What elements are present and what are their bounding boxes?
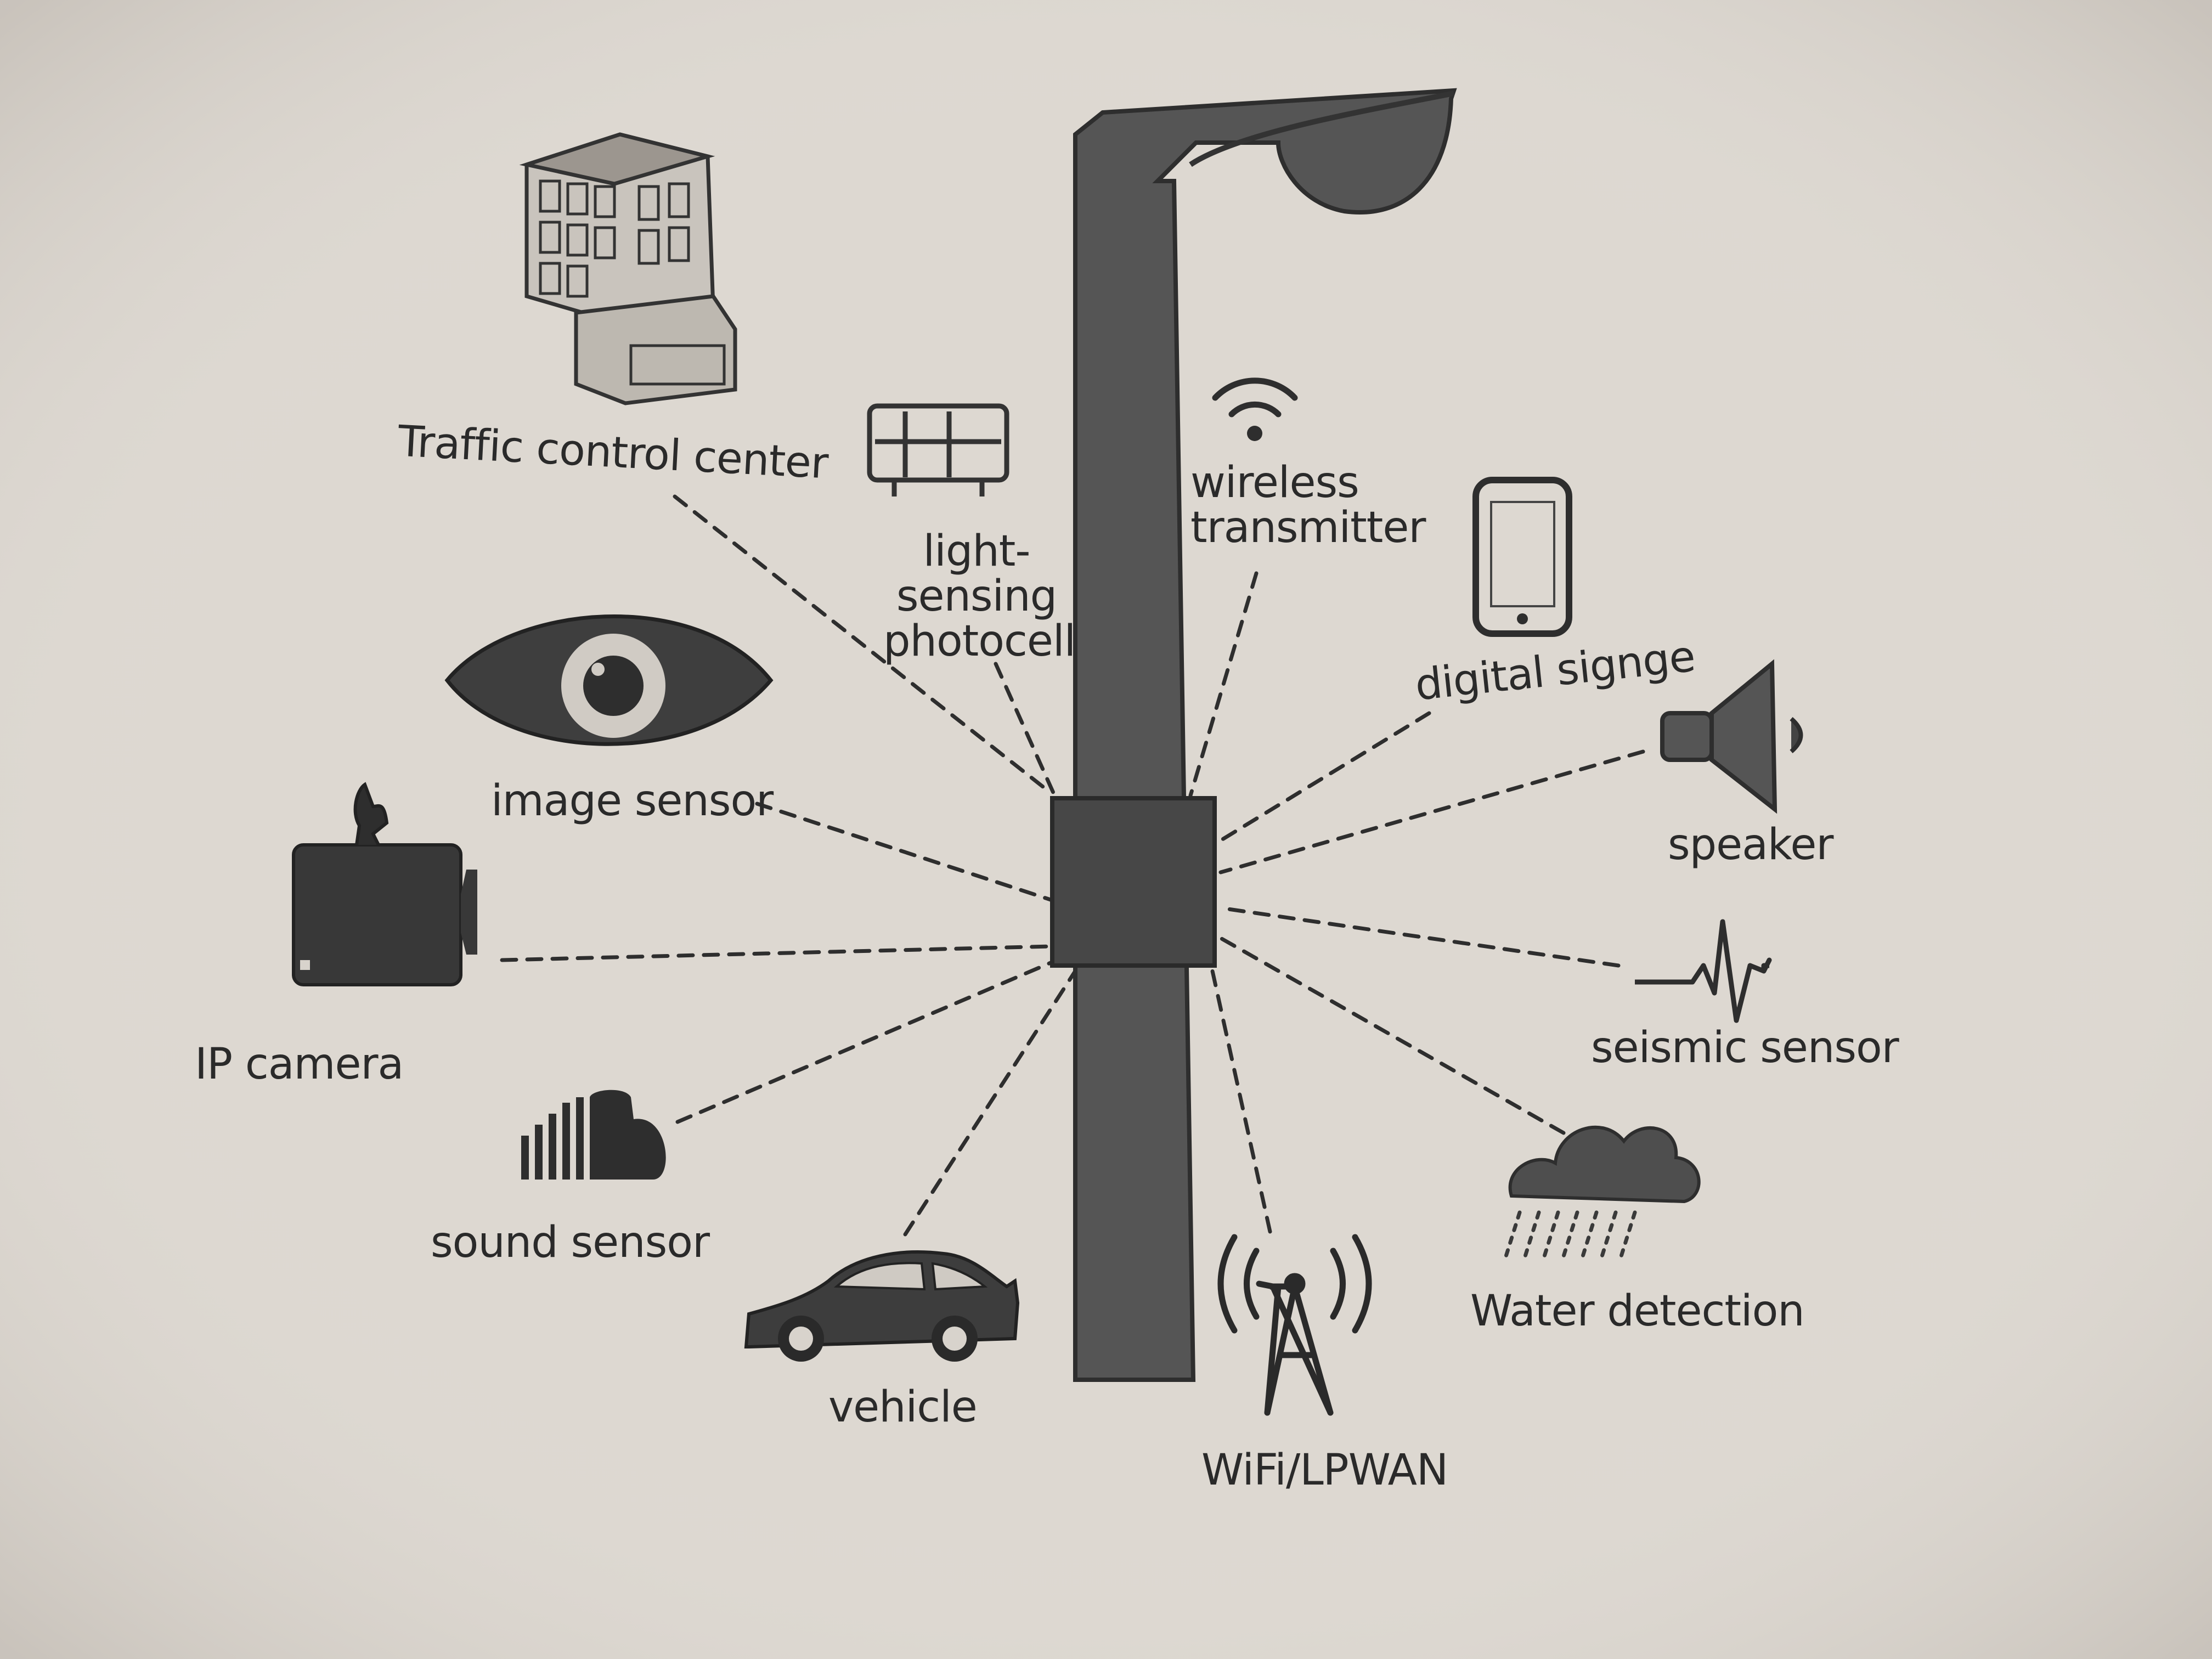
street-light-controller-box <box>1050 796 1217 968</box>
rain-cloud-icon <box>1504 1125 1701 1259</box>
edge-sound-sensor <box>675 961 1053 1124</box>
wifi-signal-icon <box>1212 377 1298 441</box>
node-label-water-detection: Water detection <box>1470 1286 1805 1336</box>
photocell-panel-icon <box>867 403 1009 496</box>
edge-wifi-lpwan <box>1210 969 1272 1234</box>
speaker-icon <box>1660 659 1803 814</box>
seismic-wave-icon <box>1635 919 1772 1023</box>
smartphone-icon <box>1472 477 1572 637</box>
office-building-icon <box>519 132 737 405</box>
edge-light-sensing-photocell <box>994 662 1056 795</box>
edge-digital-signage <box>1216 711 1431 844</box>
node-label-wireless-transmitter: wireless transmitter <box>1190 458 1426 552</box>
edge-ip-camera <box>500 944 1053 962</box>
node-label-wifi-lpwan: WiFi/LPWAN <box>1201 1446 1448 1495</box>
video-camera-icon <box>292 782 477 986</box>
edge-traffic-control-center <box>673 494 1053 795</box>
node-label-image-sensor: image sensor <box>491 776 774 826</box>
sound-bars-icon <box>521 1090 666 1180</box>
node-label-seismic-sensor: seismic sensor <box>1591 1023 1899 1073</box>
edge-wireless-transmitter <box>1188 571 1259 798</box>
edge-vehicle <box>903 969 1077 1237</box>
eye-icon <box>444 614 774 746</box>
edge-water-detection <box>1218 936 1566 1135</box>
node-label-light-sensing-photocell: light-sensing photocell <box>883 527 1076 666</box>
edge-seismic-sensor <box>1218 906 1621 968</box>
edge-image-sensor <box>755 802 1053 902</box>
car-icon <box>744 1250 1020 1362</box>
node-label-sound-sensor: sound sensor <box>431 1218 710 1267</box>
street-lamp-icon <box>1073 88 1457 1382</box>
antenna-tower-icon <box>1217 1234 1372 1416</box>
node-label-speaker: speaker <box>1668 820 1833 870</box>
edge-speaker <box>1218 749 1645 874</box>
edges <box>500 494 1645 1237</box>
node-label-ip-camera: IP camera <box>195 1040 404 1089</box>
node-label-vehicle: vehicle <box>828 1383 978 1432</box>
